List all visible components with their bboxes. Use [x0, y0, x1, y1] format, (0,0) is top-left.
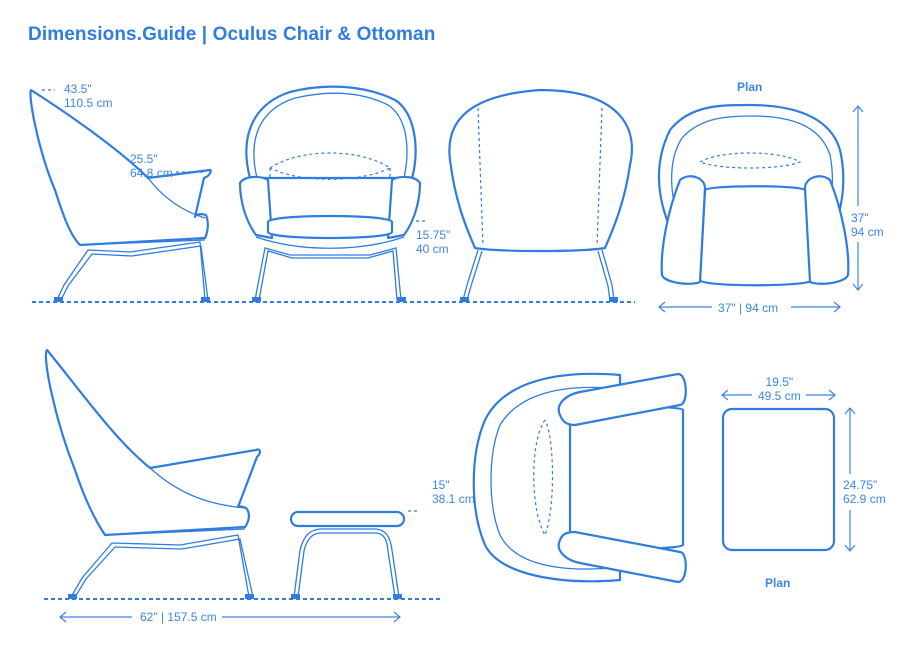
plan-view-chair — [657, 103, 850, 287]
plan-title: Plan — [737, 80, 763, 94]
side-arm-height-label: 25.5" 64.8 cm — [130, 152, 173, 180]
plan-view-chair-rotated — [472, 372, 687, 584]
total-length-label: 62" | 157.5 cm — [140, 610, 217, 624]
side-view-chair — [29, 88, 212, 302]
ottoman-width-label: 19.5" 49.5 cm — [758, 375, 801, 403]
back-view-chair — [448, 88, 633, 302]
ottoman-height-label: 15" 38.1 cm — [432, 478, 475, 506]
front-view-chair — [238, 85, 428, 302]
side-view-chair-ottoman — [44, 348, 420, 599]
front-seat-height-label: 15.75" 40 cm — [416, 228, 451, 256]
ottoman-depth-label: 24.75" 62.9 cm — [843, 478, 886, 506]
ottoman-plan-title: Plan — [765, 576, 791, 590]
page-title: Dimensions.Guide | Oculus Chair & Ottoma… — [28, 24, 436, 45]
plan-depth-label: 37" 94 cm — [851, 211, 884, 239]
side-height-label: 43.5" 110.5 cm — [64, 82, 113, 110]
ottoman-plan — [721, 407, 836, 552]
plan-width-label: 37" | 94 cm — [718, 301, 779, 315]
